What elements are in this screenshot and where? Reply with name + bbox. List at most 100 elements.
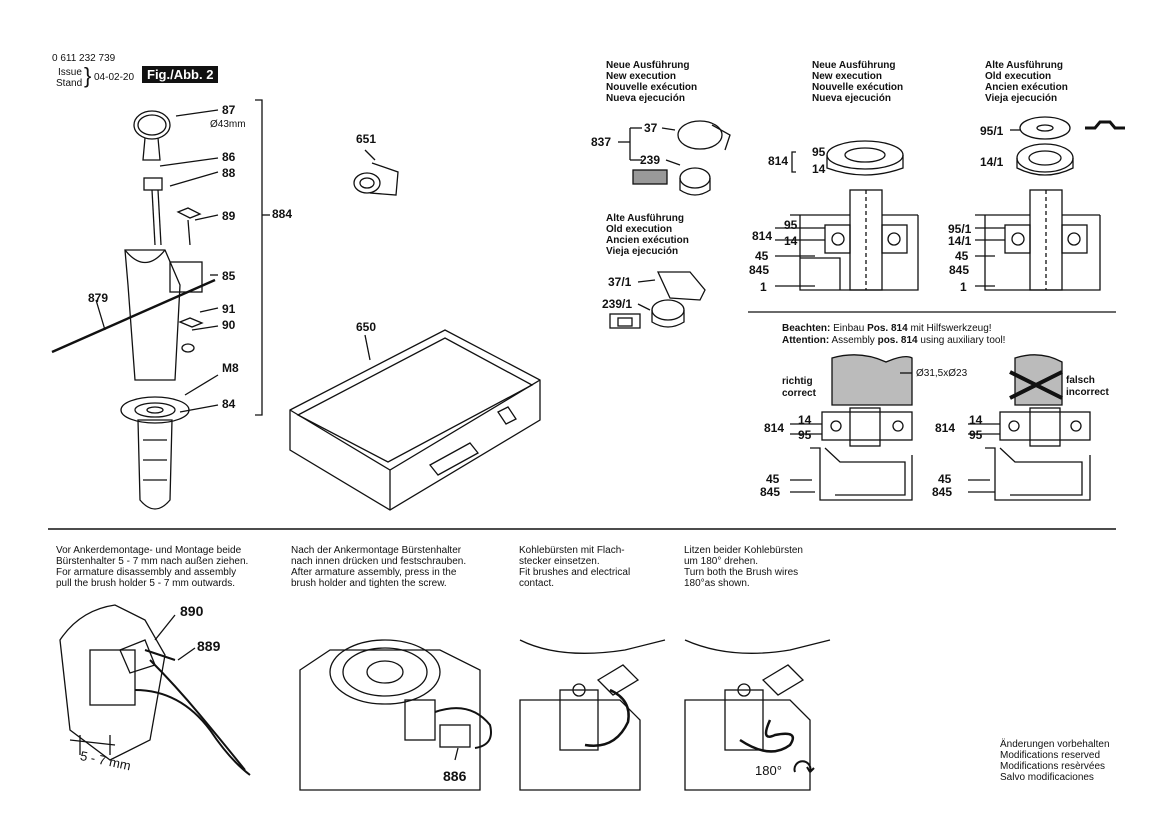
part-884: 884 [272,207,293,221]
richtig-label: richtig [782,376,813,387]
part-886: 886 [443,768,467,784]
part-889: 889 [197,638,221,654]
instruction-line: 180°as shown. [684,578,750,589]
correct-part-95: 95 [798,428,812,442]
footer-line: Salvo modificaciones [1000,772,1094,783]
part-845-old: 845 [949,263,970,277]
heading-line: Neue Ausführung [812,60,896,71]
part-number: 0 611 232 739 [52,53,116,64]
heading-line: Ancien exécution [985,82,1068,93]
part-14-section: 14 [784,234,798,248]
incorrect-part-814: 814 [935,421,956,435]
heading-line: Alte Ausführung [985,60,1063,71]
incorrect-part-14: 14 [969,413,983,427]
heading-line: Old execution [985,71,1052,82]
heading-line: Old execution [606,224,673,235]
heading-line: Vieja ejecución [985,93,1058,104]
part-14: 14 [812,162,826,176]
instruction-line: Vor Ankerdemontage- und Montage beide [56,545,242,556]
part-86: 86 [222,150,236,164]
part-95: 95 [812,145,826,159]
heading-line: Vieja ejecución [606,246,679,257]
part-87: 87 [222,103,236,117]
part-95-section: 95 [784,218,798,232]
part-95-1: 95/1 [980,124,1004,138]
instruction-line: For armature disassembly and assembly [56,567,237,578]
attention-pos: pos. 814 [877,335,918,346]
part-37-1: 37/1 [608,275,632,289]
part-890: 890 [180,603,204,619]
heading-line: Alte Ausführung [606,213,684,224]
part-85: 85 [222,269,236,283]
instruction-line: Fit brushes and electrical [519,567,631,578]
part-1-old: 1 [960,280,967,294]
old-execution-b-heading: Alte Ausführung Old execution Ancien exé… [985,60,1068,104]
instruction-line: Turn both the Brush wires [684,567,799,578]
part-14-1: 14/1 [980,155,1004,169]
part-814-section: 814 [752,229,773,243]
figure-badge: Fig./Abb. 2 [142,66,219,83]
part-1: 1 [760,280,767,294]
new-execution-b-heading: Neue Ausführung New execution Nouvelle e… [812,60,903,104]
heading-line: New execution [812,71,883,82]
part-95-1-section: 95/1 [948,222,972,236]
new-execution-a-heading: Neue Ausführung New execution Nouvelle e… [606,60,697,104]
note-attention: Attention: Assembly pos. 814 using auxil… [782,335,1005,346]
step-2-instructions: Nach der Ankermontage Bürstenhalter nach… [291,545,466,589]
instruction-line: After armature assembly, press in the [291,567,457,578]
attention-label: Attention: [782,335,830,346]
beachten-text-a: Einbau [833,323,865,334]
step-1-instructions: Vor Ankerdemontage- und Montage beide Bü… [56,545,248,589]
instruction-line: Bürstenhalter 5 - 7 mm nach außen ziehen… [56,556,249,567]
part-88: 88 [222,166,236,180]
incorrect-part-45: 45 [938,472,952,486]
heading-line: Nueva ejecución [606,93,685,104]
correct-label: correct [782,388,816,399]
heading-line: Nouvelle exécution [812,82,904,93]
part-14-1-section: 14/1 [948,234,972,248]
part-650: 650 [356,320,377,334]
instruction-line: contact. [519,578,555,589]
step-4-instructions: Litzen beider Kohlebürsten um 180° drehe… [684,545,803,589]
footer-line: Änderungen vorbehalten [1000,739,1110,750]
instruction-line: brush holder and tighten the screw. [291,578,447,589]
brace-glyph: } [84,63,92,88]
beachten-text-b: mit Hilfswerkzeug! [910,323,992,334]
instruction-line: Nach der Ankermontage Bürstenhalter [291,545,462,556]
falsch-label: falsch [1066,375,1095,386]
part-239-1: 239/1 [602,297,633,311]
incorrect-label: incorrect [1066,387,1109,398]
part-84: 84 [222,397,236,411]
part-91: 91 [222,302,236,316]
issue-date: 04-02-20 [94,72,135,83]
heading-line: Nouvelle exécution [606,82,698,93]
correct-part-814: 814 [764,421,785,435]
part-m8: M8 [222,361,239,375]
part-814: 814 [768,154,789,168]
part-37: 37 [644,121,658,135]
part-45: 45 [755,249,769,263]
part-239: 239 [640,153,661,167]
issue-label: Issue [58,67,82,78]
step-3-instructions: Kohlebürsten mit Flach- stecker einsetze… [519,545,630,589]
part-651: 651 [356,132,377,146]
correct-part-14: 14 [798,413,812,427]
instruction-line: nach innen drücken und festschrauben. [291,556,467,567]
instruction-line: um 180° drehen. [684,556,759,567]
old-execution-a-heading: Alte Ausführung Old execution Ancien exé… [606,213,689,257]
part-90: 90 [222,318,236,332]
part-879: 879 [88,291,109,305]
heading-line: Nueva ejecución [812,93,891,104]
heading-line: Neue Ausführung [606,60,690,71]
note-beachten: Beachten: Einbau Pos. 814 mit Hilfswerkz… [782,323,992,334]
attention-text-a: Assembly [831,335,875,346]
footer-line: Modifications resèrvées [1000,761,1106,772]
instruction-line: Litzen beider Kohlebürsten [684,545,803,556]
stand-label: Stand [56,78,83,89]
incorrect-part-95: 95 [969,428,983,442]
correct-part-845: 845 [760,485,781,499]
part-837: 837 [591,135,612,149]
instruction-line: pull the brush holder 5 - 7 mm outwards. [56,578,235,589]
correct-part-45: 45 [766,472,780,486]
